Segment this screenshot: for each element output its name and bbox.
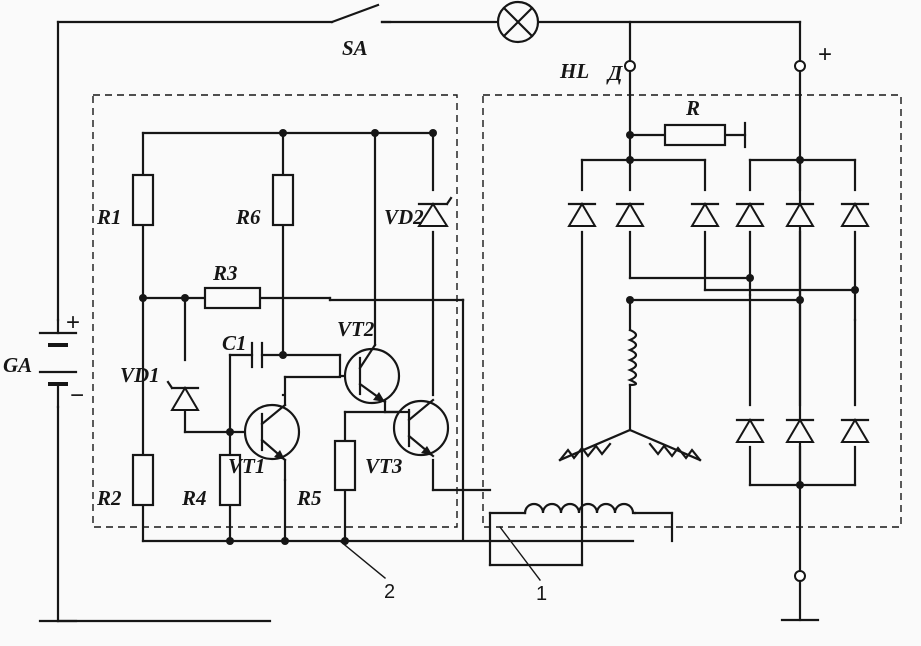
battery-ga [38,318,78,409]
rectifier-diode-lower-3 [840,418,870,443]
rectifier-diode-lower-1 [735,418,765,443]
capacitor-c1 [250,341,264,369]
lamp-hl [496,0,540,44]
label-vd2: VD2 [384,205,424,229]
label-r: R [685,96,700,120]
stator-winding-right [648,442,702,462]
resistor-r3 [203,286,262,310]
field-winding [523,502,637,515]
label-vt2: VT2 [337,317,375,341]
ground-symbol-right [780,579,820,622]
label-vd1: VD1 [120,363,160,387]
rectifier-diode-upper-4 [735,202,765,227]
rectifier-diode-lower-2 [785,418,815,443]
resistor-r [663,123,727,147]
label-d: Д [606,61,623,85]
transistor-vt3 [392,398,450,458]
label-r3: R3 [212,261,238,285]
main-wiring [56,20,857,623]
junction-dots [139,129,859,545]
label-battery-minus: − [70,382,84,409]
label-battery-plus: + [66,309,80,336]
resistor-r4 [218,453,242,507]
transistor-vt1 [243,403,301,462]
stator-winding-left [558,442,612,462]
transistor-vt2 [343,343,401,405]
resistor-r2 [131,453,155,507]
resistor-r6 [271,173,295,227]
callout-1-leader [499,526,541,581]
zener-diode-vd1 [166,380,200,411]
label-sa: SA [342,36,368,60]
label-hl: HL [559,59,589,83]
label-r6: R6 [235,205,261,229]
terminal-d [624,60,636,72]
terminal-plus [794,60,806,72]
resistor-r5 [333,439,357,492]
rectifier-diode-upper-2 [615,202,645,227]
label-output-plus: + [818,41,832,68]
label-ga: GA [3,353,32,377]
label-r4: R4 [181,486,207,510]
label-r5: R5 [296,486,322,510]
label-vt3: VT3 [365,454,402,478]
rectifier-diode-upper-1 [567,202,597,227]
callout-1: 1 [536,583,547,605]
callout-2-leader [339,540,386,579]
zener-diode-vd2 [417,196,453,227]
terminal-ground [794,570,806,582]
resistor-r1 [131,173,155,227]
label-c1: C1 [222,331,247,355]
rectifier-diode-upper-6 [840,202,870,227]
stator-winding-top [627,328,638,387]
callout-2: 2 [384,581,395,603]
generator-block-boundary [482,94,902,528]
label-r1: R1 [96,205,122,229]
label-r2: R2 [96,486,122,510]
rectifier-diode-upper-3 [690,202,720,227]
label-vt1: VT1 [228,454,265,478]
regulator-block-boundary [92,94,458,528]
rectifier-diode-upper-5 [785,202,815,227]
switch-sa [330,3,392,24]
